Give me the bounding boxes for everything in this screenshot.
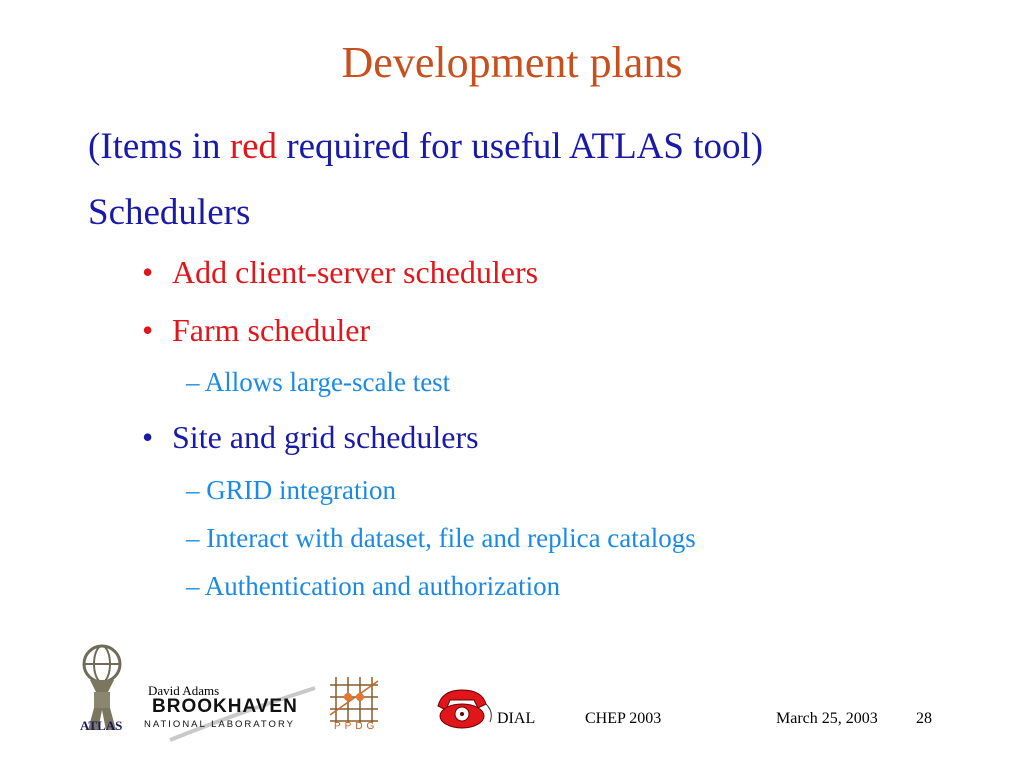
bullet-dot: • xyxy=(142,254,154,290)
footer-date: March 25, 2003 xyxy=(776,710,878,727)
note-line: (Items in red required for useful ATLAS … xyxy=(88,126,763,168)
author-name: David Adams xyxy=(148,683,220,698)
sub-allows-large-scale: – Allows large-scale test xyxy=(186,367,451,397)
sub-grid-integration: – GRID integration xyxy=(186,475,396,505)
slide-title: Development plans xyxy=(341,38,683,87)
brookhaven-swoosh-icon xyxy=(169,686,316,742)
atlas-figure-icon xyxy=(82,644,122,730)
note-highlight: red xyxy=(229,126,278,167)
bullet-text: Farm scheduler xyxy=(172,312,371,348)
bnl-subtitle: NATIONAL LABORATORY xyxy=(144,719,295,730)
bullet-farm-scheduler: • Farm scheduler xyxy=(142,311,370,349)
ppdg-logo: PPDG xyxy=(326,675,382,735)
atlas-label: ATLAS xyxy=(80,718,123,733)
bullet-site-grid: • Site and grid schedulers xyxy=(142,418,479,456)
note-suffix: required for useful ATLAS tool) xyxy=(277,126,764,167)
heading-schedulers: Schedulers xyxy=(88,192,251,233)
sub-authentication: – Authentication and authorization xyxy=(186,571,561,601)
sub-interact-catalogs: – Interact with dataset, file and replic… xyxy=(186,523,696,553)
bullet-text: Add client-server schedulers xyxy=(172,254,539,290)
bullet-text: Site and grid schedulers xyxy=(172,419,479,455)
ppdg-grid-icon xyxy=(329,677,379,723)
bullet-add-client-server: • Add client-server schedulers xyxy=(142,253,538,291)
brookhaven-logo: BROOKHAVEN NATIONAL LABORATORY xyxy=(144,682,322,742)
phone-logo xyxy=(432,686,494,730)
bullet-dot: • xyxy=(142,419,154,455)
atlas-logo: ATLAS xyxy=(76,640,136,740)
red-phone-icon xyxy=(437,689,492,729)
footer-project: DIAL xyxy=(497,710,536,727)
note-prefix: (Items in xyxy=(88,126,230,167)
bullet-dot: • xyxy=(142,312,154,348)
bnl-name: BROOKHAVEN xyxy=(152,696,298,717)
ppdg-label: PPDG xyxy=(334,721,379,732)
page-number: 28 xyxy=(916,710,932,727)
footer-conference: CHEP 2003 xyxy=(585,710,662,727)
